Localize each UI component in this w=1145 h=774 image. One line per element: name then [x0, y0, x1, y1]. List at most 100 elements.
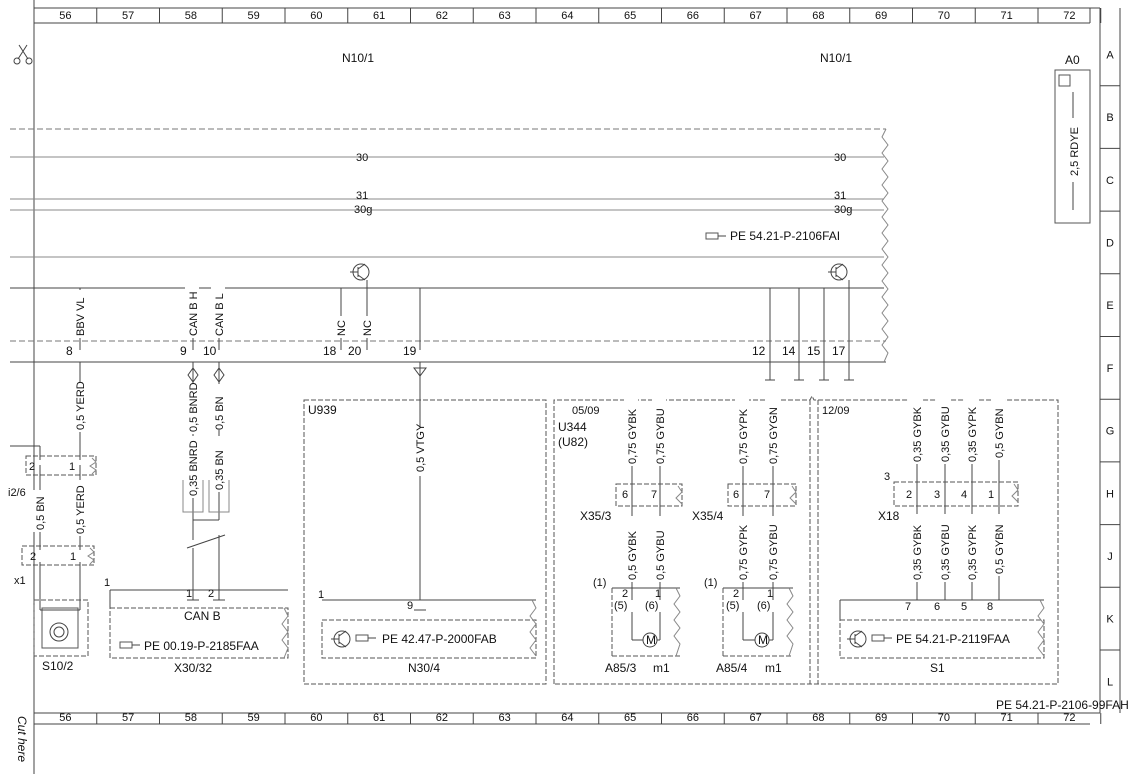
grid-column-label: 59	[248, 712, 260, 724]
x18-pin-3-outer: 3	[884, 471, 890, 483]
grid-row-label: L	[1107, 676, 1113, 688]
grid-column-label: 67	[750, 10, 762, 22]
reference-n30-4: PE 42.47-P-2000FAB	[382, 632, 497, 646]
diagram-frame	[33, 0, 1121, 774]
wire-pin-8	[10, 362, 81, 600]
component-m1-a-label: m1	[653, 661, 670, 675]
wire-label-x35-4-b: 0,75 GYGN	[768, 407, 780, 464]
bus-31-right: 31	[834, 190, 846, 202]
grid-column-labels: 5656575758585959606061616262636364646565…	[59, 10, 1075, 724]
pin-14: 14	[782, 344, 796, 358]
x18-pin-1: 1	[988, 489, 994, 501]
a0-label: A0	[1065, 53, 1080, 67]
module-label-n10-1-left: N10/1	[342, 51, 374, 65]
wire-label-s1-bottom-3: 0,35 GYPK	[967, 524, 979, 580]
grid-row-label: E	[1106, 300, 1113, 312]
transistor-icon	[847, 630, 867, 648]
pin-9: 9	[180, 344, 187, 358]
wire-label-x35-4-a: 0,75 GYPK	[738, 408, 750, 464]
a85-4-pin-6: (6)	[757, 600, 770, 612]
reference-hand-icon	[119, 641, 140, 649]
reference-hand-icon	[871, 634, 892, 642]
grid-column-label: 57	[122, 712, 134, 724]
component-u82-label: (U82)	[558, 435, 588, 449]
wire-label-bn: 0,5 BN	[35, 496, 47, 530]
a85-4-pin-1: 1	[767, 588, 773, 600]
scissors-icon	[13, 44, 33, 65]
a85-4-pin-5: (5)	[726, 600, 739, 612]
grid-row-label: G	[1106, 426, 1115, 438]
cut-here-label: Cut here	[15, 716, 29, 762]
grid-row-label: F	[1107, 363, 1114, 375]
wire-label-u344-d: 0,5 GYBU	[655, 530, 667, 580]
s1-pin-7: 7	[905, 601, 911, 613]
pin-17: 17	[832, 344, 846, 358]
wire-label-s1-bottom-2: 0,35 GYBU	[940, 524, 952, 580]
transistor-icon	[828, 263, 848, 281]
wire-label-bn-mid: 0,35 BN	[214, 450, 226, 490]
x35-3-pin-6: 6	[622, 489, 628, 501]
wire-label-vtgy: 0,5 VTGY	[415, 423, 427, 472]
pin-19: 19	[403, 344, 417, 358]
pin-18: 18	[323, 344, 337, 358]
grid-row-label: A	[1106, 49, 1114, 61]
module-label-n10-1-right: N10/1	[820, 51, 852, 65]
date-12-09: 12/09	[822, 405, 850, 417]
connector-x1-label: x1	[14, 575, 26, 587]
grid-column-label: 63	[499, 712, 511, 724]
a85-4-paren-1: (1)	[704, 577, 717, 589]
signal-nc-20: NC	[362, 320, 374, 336]
bus-30g-right: 30g	[834, 204, 852, 216]
a85-3-pin-6: (6)	[645, 600, 658, 612]
x35-4-pin-7: 7	[764, 489, 770, 501]
reference-s1: PE 54.21-P-2119FAA	[896, 632, 1010, 646]
grid-column-label: 61	[373, 712, 385, 724]
grid-column-label: 58	[185, 10, 197, 22]
pin-15: 15	[807, 344, 821, 358]
component-n30-4-label: N30/4	[408, 661, 440, 675]
s1-pin-5: 5	[961, 601, 967, 613]
wire-label-s1-top-2: 0,35 GYBU	[940, 406, 952, 462]
wire-label-bn-top: 0,5 BN	[214, 396, 226, 430]
grid-column-label: 68	[812, 712, 824, 724]
wire-label-bnrd-top: 0,5 BNRD	[188, 382, 200, 432]
grid-column-label: 62	[436, 712, 448, 724]
pin-i2-6-1: 1	[69, 461, 75, 473]
signal-nc-18: NC	[336, 320, 348, 336]
x30-32-pin-2: 2	[208, 588, 214, 600]
component-u344-label: U344	[558, 420, 587, 434]
pin-x1-2: 2	[30, 551, 36, 563]
connector-x1	[21, 545, 95, 566]
pin-10: 10	[203, 344, 217, 358]
grid-column-label: 64	[561, 712, 573, 724]
wire-label-s1-top-4: 0,5 GYBN	[994, 408, 1006, 458]
n30-4-pin-9: 9	[407, 600, 413, 612]
a85-4-pin-2: 2	[733, 588, 739, 600]
wire-label-x35-4-d: 0,75 GYBU	[768, 524, 780, 580]
x30-32-pin-1: 1	[186, 588, 192, 600]
s1-pin-6: 6	[934, 601, 940, 613]
component-u939-label: U939	[308, 403, 337, 417]
reference-hand-icon	[705, 232, 726, 240]
x35-4-pin-6: 6	[733, 489, 739, 501]
grid-column-label: 66	[687, 10, 699, 22]
a85-3-pin-2: 2	[622, 588, 628, 600]
grid-column-label: 65	[624, 10, 636, 22]
grid-column-label: 71	[1001, 712, 1013, 724]
grid-row-label: K	[1106, 614, 1114, 626]
component-m1-b-label: m1	[765, 661, 782, 675]
bus-30-left: 30	[356, 152, 368, 164]
reference-hand-icon	[355, 634, 376, 642]
pin-x1-1: 1	[70, 551, 76, 563]
grid-column-label: 63	[499, 10, 511, 22]
component-x30-32	[109, 589, 289, 659]
wire-label-u344-c: 0,5 GYBK	[627, 530, 639, 580]
motor-m-icon: M	[758, 633, 768, 647]
component-a85-4-label: A85/4	[716, 661, 748, 675]
connector-x35-4-label: X35/4	[692, 509, 724, 523]
pin-i2-6-2: 2	[29, 461, 35, 473]
reference-x30-32: PE 00.19-P-2185FAA	[144, 639, 259, 653]
a0-component: 2,5 RDYE	[1054, 69, 1091, 224]
x18-pin-3: 3	[934, 489, 940, 501]
